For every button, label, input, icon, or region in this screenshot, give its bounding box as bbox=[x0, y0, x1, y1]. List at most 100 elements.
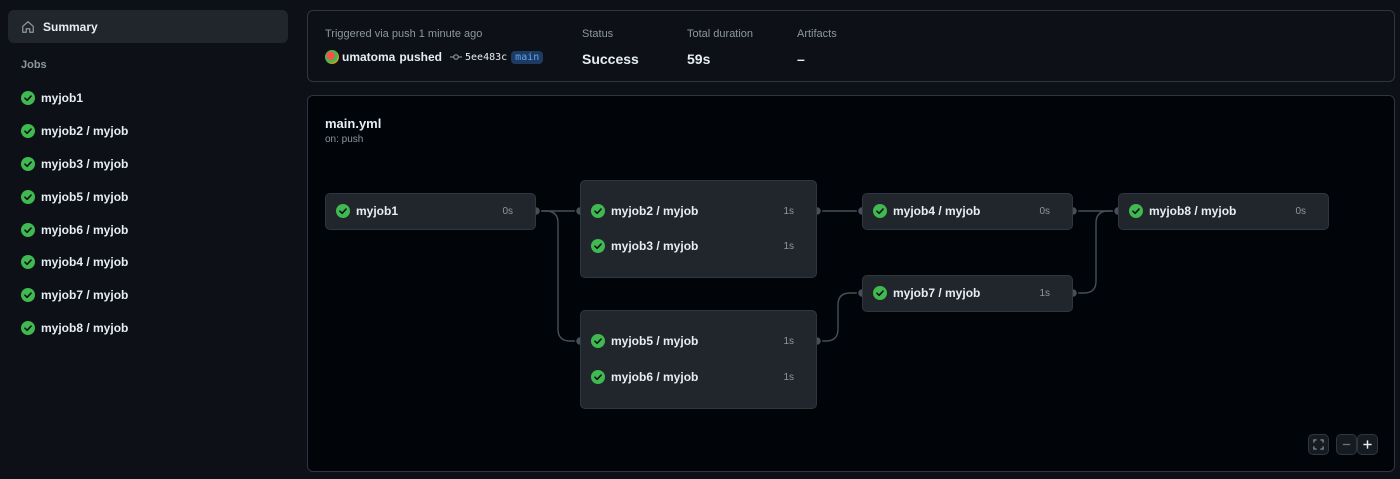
artifacts-column: Artifacts – bbox=[797, 28, 837, 67]
screen-full-icon bbox=[1313, 439, 1324, 450]
graph-node-myjob8[interactable]: myjob8 / myjob 0s bbox=[1118, 193, 1329, 230]
sidebar-job-label: myjob8 / myjob bbox=[41, 320, 129, 335]
check-circle-fill-icon bbox=[21, 320, 35, 335]
graph-job-duration: 0s bbox=[1295, 205, 1306, 217]
graph-job-duration: 1s bbox=[783, 205, 794, 217]
graph-job-row[interactable]: myjob2 / myjob 1s bbox=[591, 202, 794, 220]
sidebar-job-label: myjob3 / myjob bbox=[41, 156, 129, 171]
sidebar-job-item[interactable]: myjob6 / myjob bbox=[0, 213, 296, 246]
graph-job-name: myjob1 bbox=[356, 204, 399, 218]
graph-job-name: myjob2 / myjob bbox=[611, 204, 699, 218]
duration-label: Total duration bbox=[687, 28, 754, 40]
sidebar-job-item[interactable]: myjob2 / myjob bbox=[0, 115, 296, 148]
avatar[interactable] bbox=[325, 50, 339, 64]
sidebar-job-label: myjob1 bbox=[41, 91, 84, 106]
sidebar: Summary Jobs myjob1 myjob2 / myjob myjob… bbox=[0, 0, 296, 479]
graph-node-myjob7[interactable]: myjob7 / myjob 1s bbox=[862, 275, 1073, 312]
check-circle-fill-icon bbox=[21, 189, 35, 204]
graph-connectors bbox=[530, 205, 1124, 347]
status-value: Success bbox=[582, 51, 639, 67]
duration-column: Total duration 59s bbox=[687, 28, 753, 67]
sidebar-job-item[interactable]: myjob3 / myjob bbox=[0, 148, 296, 181]
edge-1-5 bbox=[536, 210, 580, 342]
jobs-heading: Jobs bbox=[21, 59, 47, 71]
git-commit-icon bbox=[450, 54, 463, 60]
check-circle-fill-icon bbox=[21, 156, 35, 171]
check-circle-fill-icon bbox=[21, 124, 35, 139]
graph-job-duration: 1s bbox=[1039, 287, 1050, 299]
check-circle-fill-icon bbox=[21, 255, 35, 270]
check-circle-fill-icon bbox=[591, 334, 605, 348]
sidebar-job-item[interactable]: myjob1 bbox=[0, 82, 296, 115]
summary-link[interactable]: Summary bbox=[8, 10, 288, 43]
home-icon bbox=[22, 20, 34, 33]
graph-node-group-myjob5: myjob5 / myjob 1s myjob6 / myjob 1s bbox=[580, 310, 817, 409]
artifacts-value: – bbox=[797, 51, 805, 67]
action-text: pushed bbox=[399, 50, 443, 64]
zoom-out-button[interactable] bbox=[1336, 434, 1357, 455]
sidebar-job-label: myjob4 / myjob bbox=[41, 255, 129, 270]
edge-7-8 bbox=[1073, 210, 1118, 294]
status-column: Status Success bbox=[582, 28, 639, 67]
check-circle-fill-icon bbox=[873, 204, 887, 218]
check-circle-fill-icon bbox=[1129, 204, 1143, 218]
edge-5-7 bbox=[817, 292, 862, 342]
graph-job-row[interactable]: myjob5 / myjob 1s bbox=[591, 332, 794, 350]
check-circle-fill-icon bbox=[591, 239, 605, 253]
graph-job-row[interactable]: myjob7 / myjob 1s bbox=[873, 284, 1050, 302]
graph-job-duration: 1s bbox=[783, 240, 794, 252]
sidebar-job-label: myjob7 / myjob bbox=[41, 288, 129, 303]
graph-job-name: myjob3 / myjob bbox=[611, 239, 699, 253]
sidebar-job-label: myjob6 / myjob bbox=[41, 222, 129, 237]
graph-job-duration: 1s bbox=[783, 371, 794, 383]
plus-icon bbox=[1363, 440, 1372, 449]
duration-value[interactable]: 59s bbox=[687, 51, 711, 67]
commit-sha-link[interactable]: 5ee483c bbox=[465, 51, 508, 63]
workflow-file-title[interactable]: main.yml bbox=[325, 116, 382, 131]
check-circle-fill-icon bbox=[21, 288, 35, 303]
graph-job-row[interactable]: myjob6 / myjob 1s bbox=[591, 368, 794, 386]
sidebar-job-item[interactable]: myjob5 / myjob bbox=[0, 180, 296, 213]
graph-job-name: myjob5 / myjob bbox=[611, 334, 699, 348]
graph-job-duration: 0s bbox=[502, 205, 513, 217]
graph-job-name: myjob8 / myjob bbox=[1149, 204, 1237, 218]
check-circle-fill-icon bbox=[873, 286, 887, 300]
fullscreen-button[interactable] bbox=[1308, 434, 1329, 455]
workflow-graph-card: main.yml on: push myjob1 0s bbox=[307, 95, 1395, 472]
trigger-details: umatoma pushed 5ee483c main bbox=[325, 50, 544, 64]
sidebar-job-label: myjob5 / myjob bbox=[41, 189, 129, 204]
branch-badge[interactable]: main bbox=[511, 50, 544, 64]
status-label: Status bbox=[582, 28, 614, 40]
sidebar-job-item[interactable]: myjob8 / myjob bbox=[0, 312, 296, 345]
graph-job-name: myjob6 / myjob bbox=[611, 370, 699, 384]
graph-job-row[interactable]: myjob1 0s bbox=[336, 202, 513, 220]
graph-job-name: myjob4 / myjob bbox=[893, 204, 981, 218]
check-circle-fill-icon bbox=[21, 222, 35, 237]
workflow-trigger: on: push bbox=[325, 134, 364, 145]
graph-job-row[interactable]: myjob4 / myjob 0s bbox=[873, 202, 1050, 220]
run-summary-card: Triggered via push 1 minute ago umatoma … bbox=[307, 10, 1395, 82]
check-circle-fill-icon bbox=[336, 204, 350, 218]
graph-job-row[interactable]: myjob3 / myjob 1s bbox=[591, 237, 794, 255]
graph-job-duration: 0s bbox=[1039, 205, 1050, 217]
graph-node-myjob4[interactable]: myjob4 / myjob 0s bbox=[862, 193, 1073, 230]
check-circle-fill-icon bbox=[21, 91, 35, 106]
graph-job-duration: 1s bbox=[783, 335, 794, 347]
check-circle-fill-icon bbox=[591, 204, 605, 218]
actor-link[interactable]: umatoma bbox=[342, 50, 396, 64]
summary-label: Summary bbox=[43, 19, 98, 34]
trigger-column: Triggered via push 1 minute ago umatoma … bbox=[325, 28, 544, 64]
sidebar-job-label: myjob2 / myjob bbox=[41, 124, 129, 139]
job-list: myjob1 myjob2 / myjob myjob3 / myjob myj… bbox=[0, 82, 296, 344]
zoom-in-button[interactable] bbox=[1357, 434, 1378, 455]
check-circle-fill-icon bbox=[591, 370, 605, 384]
trigger-label: Triggered via push 1 minute ago bbox=[325, 28, 483, 40]
graph-job-row[interactable]: myjob8 / myjob 0s bbox=[1129, 202, 1306, 220]
graph-node-group-myjob2: myjob2 / myjob 1s myjob3 / myjob 1s bbox=[580, 180, 817, 278]
sidebar-job-item[interactable]: myjob4 / myjob bbox=[0, 246, 296, 279]
artifacts-label: Artifacts bbox=[797, 28, 837, 40]
graph-job-name: myjob7 / myjob bbox=[893, 286, 981, 300]
graph-node-myjob1[interactable]: myjob1 0s bbox=[325, 193, 536, 230]
minus-icon bbox=[1342, 443, 1351, 446]
sidebar-job-item[interactable]: myjob7 / myjob bbox=[0, 279, 296, 312]
